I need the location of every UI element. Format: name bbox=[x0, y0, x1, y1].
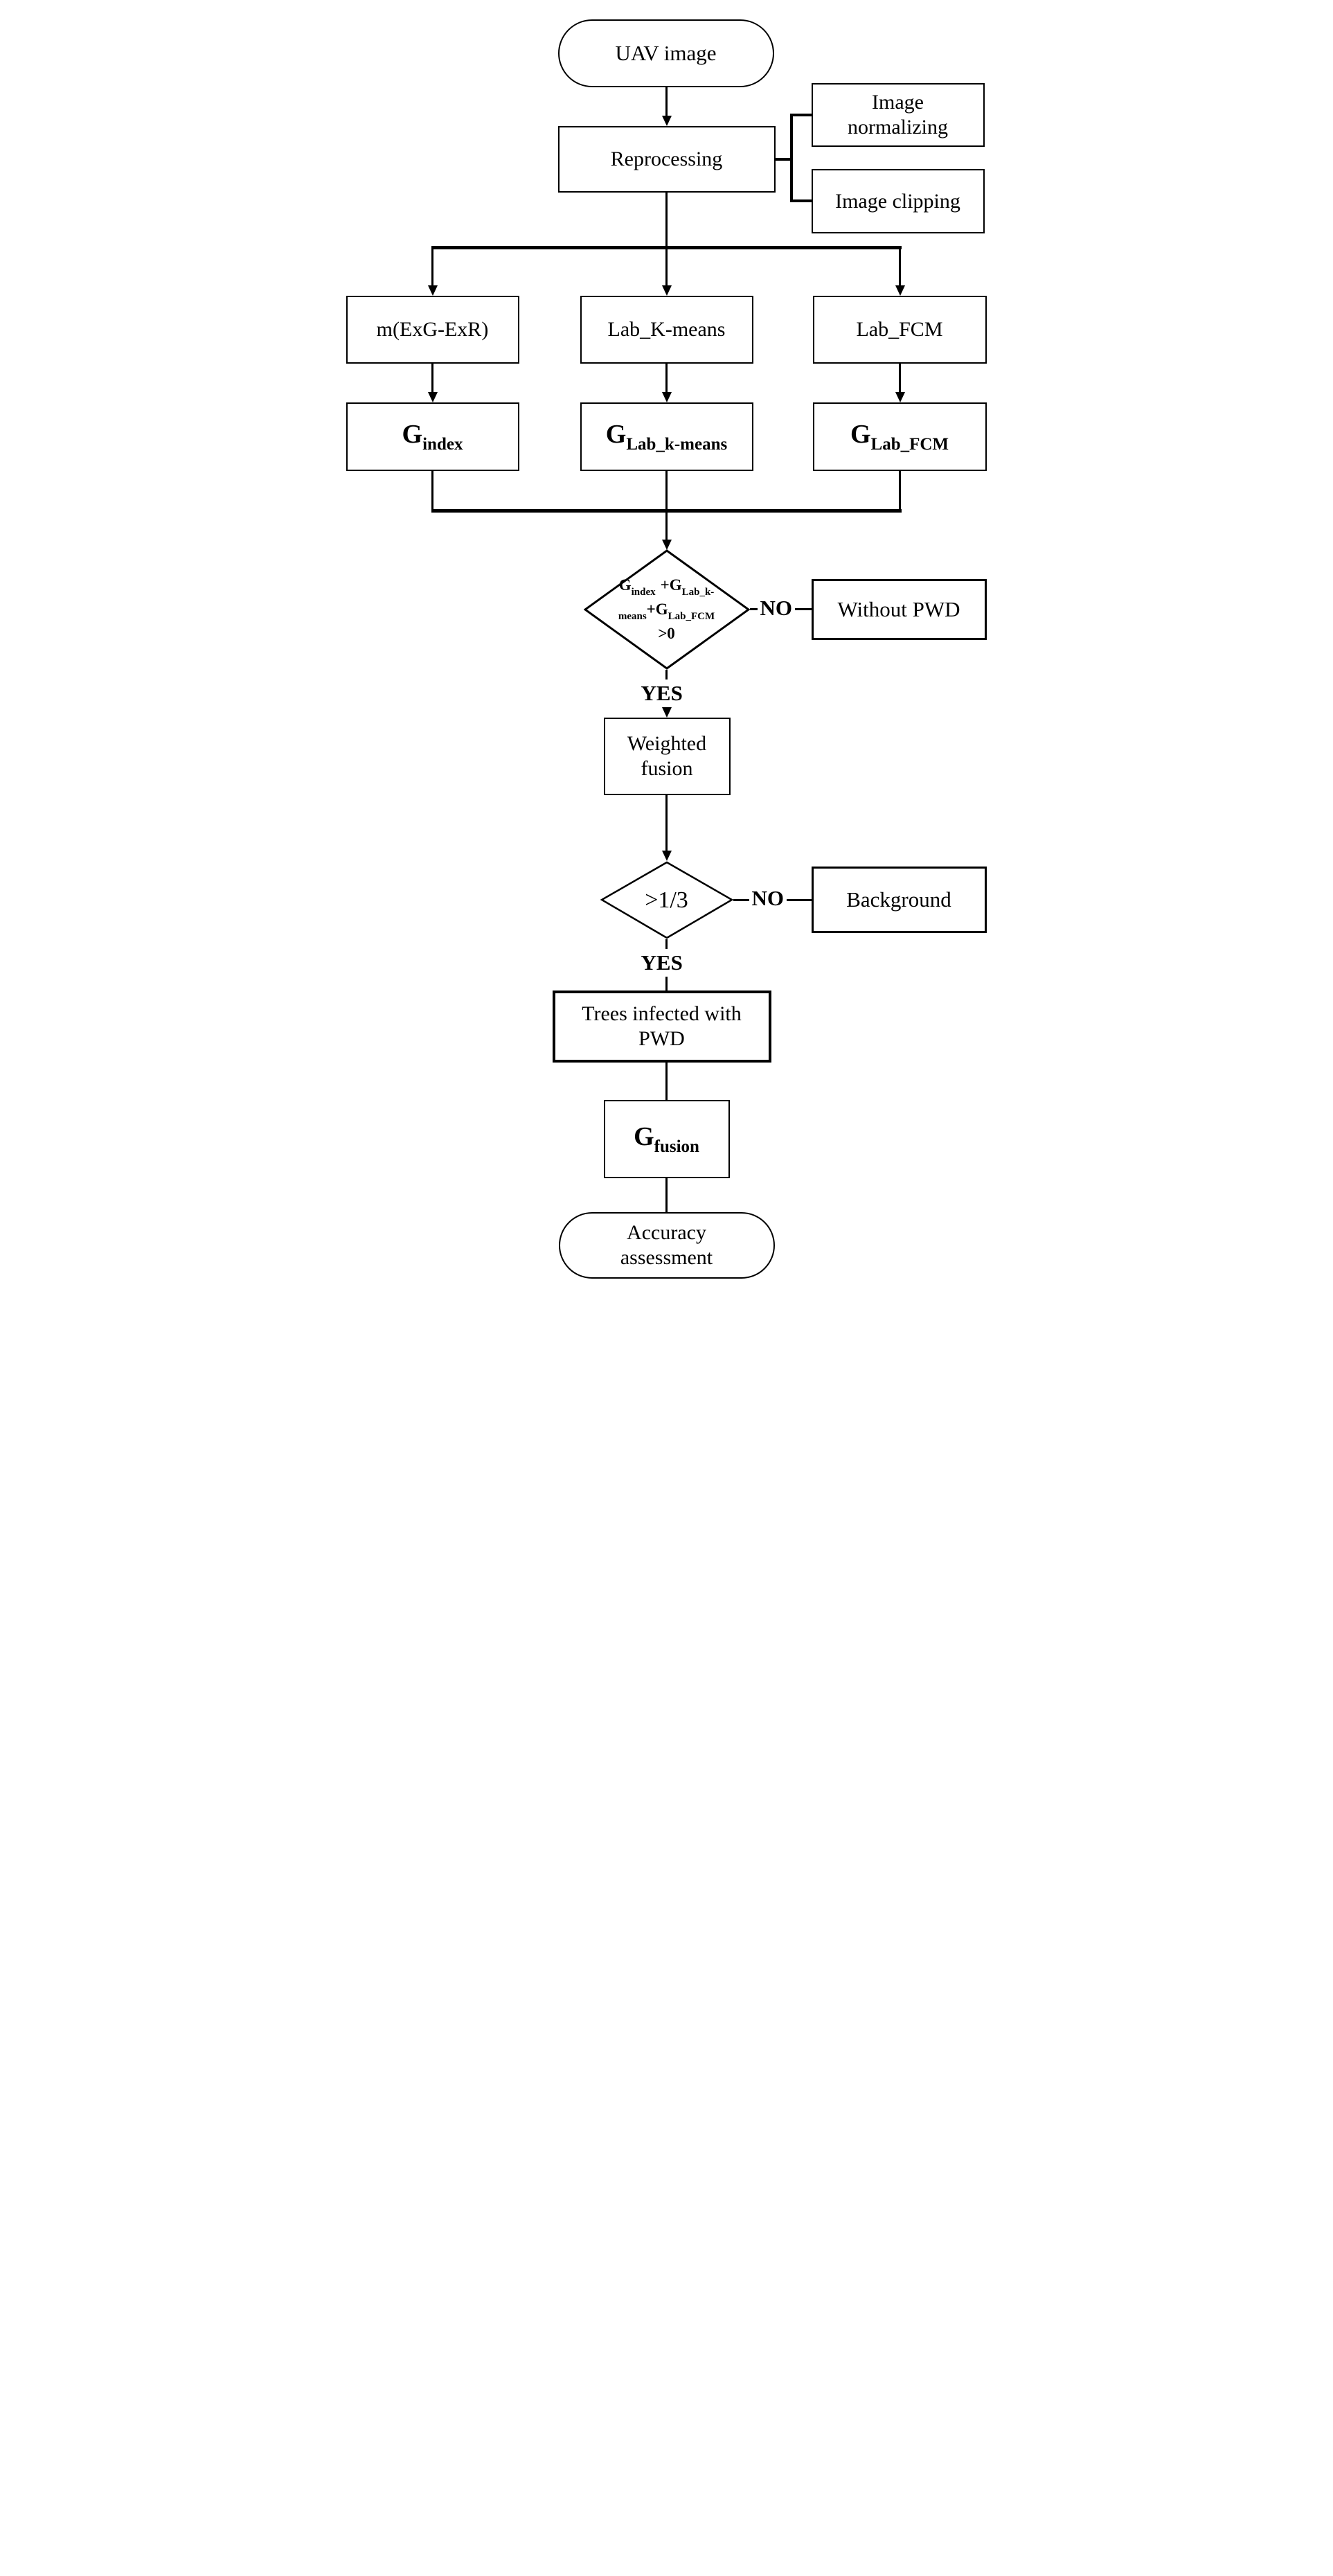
edge-labk-glabk-line bbox=[665, 364, 668, 394]
decision-sum-line2: means+GLab_FCM bbox=[618, 599, 715, 623]
edge-labfcm-glabfcm-arrowhead bbox=[895, 392, 905, 402]
edge-no1-label: NO bbox=[757, 594, 795, 622]
g-index-sub: index bbox=[422, 434, 463, 454]
g-lab-fcm-sub: Lab_FCM bbox=[870, 434, 949, 454]
merge-right-line bbox=[898, 471, 901, 511]
split-bar bbox=[431, 246, 902, 249]
flowchart-canvas: UAV image Reprocessing Image normalizing… bbox=[333, 0, 1000, 1288]
edge-gfusion-accuracy-line bbox=[665, 1178, 668, 1214]
g-fusion-sub: fusion bbox=[654, 1137, 699, 1156]
node-g-lab-k-means-label: GLab_k-means bbox=[606, 419, 727, 455]
decision-sum-s1: index bbox=[631, 586, 656, 598]
decision-sum-s3: means bbox=[618, 610, 647, 622]
bracket-reprocessing-stub bbox=[775, 158, 791, 161]
node-decision-third: >1/3 bbox=[600, 861, 733, 939]
node-trees-infected-label: Trees infected with PWD bbox=[582, 1002, 742, 1050]
node-trees-infected: Trees infected with PWD bbox=[552, 991, 771, 1063]
node-accuracy-assessment-label: Accuracy assessment bbox=[620, 1221, 713, 1269]
edge-reprocessing-split-line bbox=[665, 193, 668, 248]
node-decision-third-shape bbox=[600, 861, 733, 939]
edge-no2-label: NO bbox=[749, 885, 787, 912]
node-uav-image: UAV image bbox=[557, 19, 774, 87]
g-fusion-main: G bbox=[634, 1121, 654, 1151]
merge-center-line bbox=[665, 471, 668, 540]
g-lab-k-means-main: G bbox=[605, 419, 627, 449]
edge-split-right-line bbox=[898, 248, 901, 287]
g-lab-k-means-sub: Lab_k-means bbox=[626, 434, 728, 454]
merge-center-arrowhead bbox=[661, 540, 672, 550]
node-image-normalizing: Image normalizing bbox=[811, 83, 985, 147]
node-decision-sum: Gindex+GLab_k- means+GLab_FCM >0 bbox=[584, 549, 750, 670]
decision-sum-cond: >0 bbox=[658, 625, 675, 643]
node-decision-sum-shape bbox=[583, 549, 750, 670]
g-index-main: G bbox=[402, 419, 423, 449]
edge-yes1-label: YES bbox=[638, 679, 686, 707]
node-uav-image-label: UAV image bbox=[615, 41, 717, 66]
node-g-fusion: Gfusion bbox=[603, 1100, 730, 1178]
node-without-pwd-label: Without PWD bbox=[837, 597, 960, 622]
node-weighted-fusion: Weighted fusion bbox=[603, 718, 731, 795]
node-reprocessing-label: Reprocessing bbox=[610, 148, 723, 170]
edge-mexg-gindex-arrowhead bbox=[427, 392, 438, 402]
edge-mexg-gindex-line bbox=[431, 364, 433, 394]
node-without-pwd: Without PWD bbox=[811, 579, 987, 640]
node-g-lab-fcm-label: GLab_FCM bbox=[850, 419, 949, 455]
edge-trees-gfusion-line bbox=[665, 1063, 668, 1101]
node-g-index-label: Gindex bbox=[402, 419, 463, 455]
edge-uav-reprocessing-arrowhead bbox=[661, 116, 672, 126]
node-g-index: Gindex bbox=[346, 402, 519, 471]
node-image-normalizing-label: Image normalizing bbox=[848, 91, 948, 139]
node-image-clipping: Image clipping bbox=[811, 169, 985, 233]
node-g-fusion-label: Gfusion bbox=[634, 1121, 699, 1157]
edge-yes1-arrowhead bbox=[661, 707, 672, 718]
node-image-clipping-label: Image clipping bbox=[835, 189, 960, 213]
decision-sum-s4: Lab_FCM bbox=[668, 610, 715, 622]
node-lab-k-means: Lab_K-means bbox=[580, 296, 753, 364]
edge-split-center-line bbox=[665, 248, 668, 287]
node-m-exg-exr: m(ExG-ExR) bbox=[346, 296, 519, 364]
node-m-exg-exr-label: m(ExG-ExR) bbox=[376, 318, 489, 341]
node-g-lab-fcm: GLab_FCM bbox=[812, 402, 987, 471]
node-accuracy-assessment: Accuracy assessment bbox=[558, 1212, 775, 1279]
edge-labfcm-glabfcm-line bbox=[898, 364, 901, 394]
edge-uav-reprocessing-line bbox=[665, 87, 668, 118]
edge-fusion-decision2-arrowhead bbox=[661, 851, 672, 861]
node-decision-third-label: >1/3 bbox=[645, 887, 688, 913]
node-weighted-fusion-label: Weighted fusion bbox=[627, 732, 707, 780]
edge-split-left-arrowhead bbox=[427, 285, 438, 296]
node-background: Background bbox=[811, 867, 987, 933]
node-lab-fcm: Lab_FCM bbox=[812, 296, 987, 364]
decision-sum-g1: G bbox=[618, 576, 632, 594]
decision-sum-s2: Lab_k- bbox=[681, 586, 715, 598]
decision-sum-op1: + bbox=[660, 576, 670, 594]
node-lab-fcm-label: Lab_FCM bbox=[856, 318, 943, 341]
edge-yes2-label: YES bbox=[638, 949, 686, 977]
bracket-clipping-stub bbox=[791, 199, 812, 202]
node-g-lab-k-means: GLab_k-means bbox=[580, 402, 753, 471]
edge-labk-glabk-arrowhead bbox=[661, 392, 672, 402]
edge-split-center-arrowhead bbox=[661, 285, 672, 296]
node-reprocessing: Reprocessing bbox=[557, 126, 776, 193]
decision-sum-op2: + bbox=[646, 601, 656, 619]
node-lab-k-means-label: Lab_K-means bbox=[607, 318, 726, 341]
edge-split-left-line bbox=[431, 248, 433, 287]
edge-fusion-decision2-line bbox=[665, 795, 668, 852]
merge-left-line bbox=[431, 471, 433, 511]
decision-sum-line1: Gindex+GLab_k- bbox=[619, 575, 715, 599]
g-lab-fcm-main: G bbox=[850, 419, 871, 449]
node-background-label: Background bbox=[846, 887, 951, 912]
bracket-vertical-line bbox=[789, 114, 793, 202]
bracket-normalizing-stub bbox=[791, 114, 812, 116]
decision-sum-g3: G bbox=[655, 601, 668, 619]
decision-sum-g2: G bbox=[669, 576, 682, 594]
edge-split-right-arrowhead bbox=[895, 285, 905, 296]
